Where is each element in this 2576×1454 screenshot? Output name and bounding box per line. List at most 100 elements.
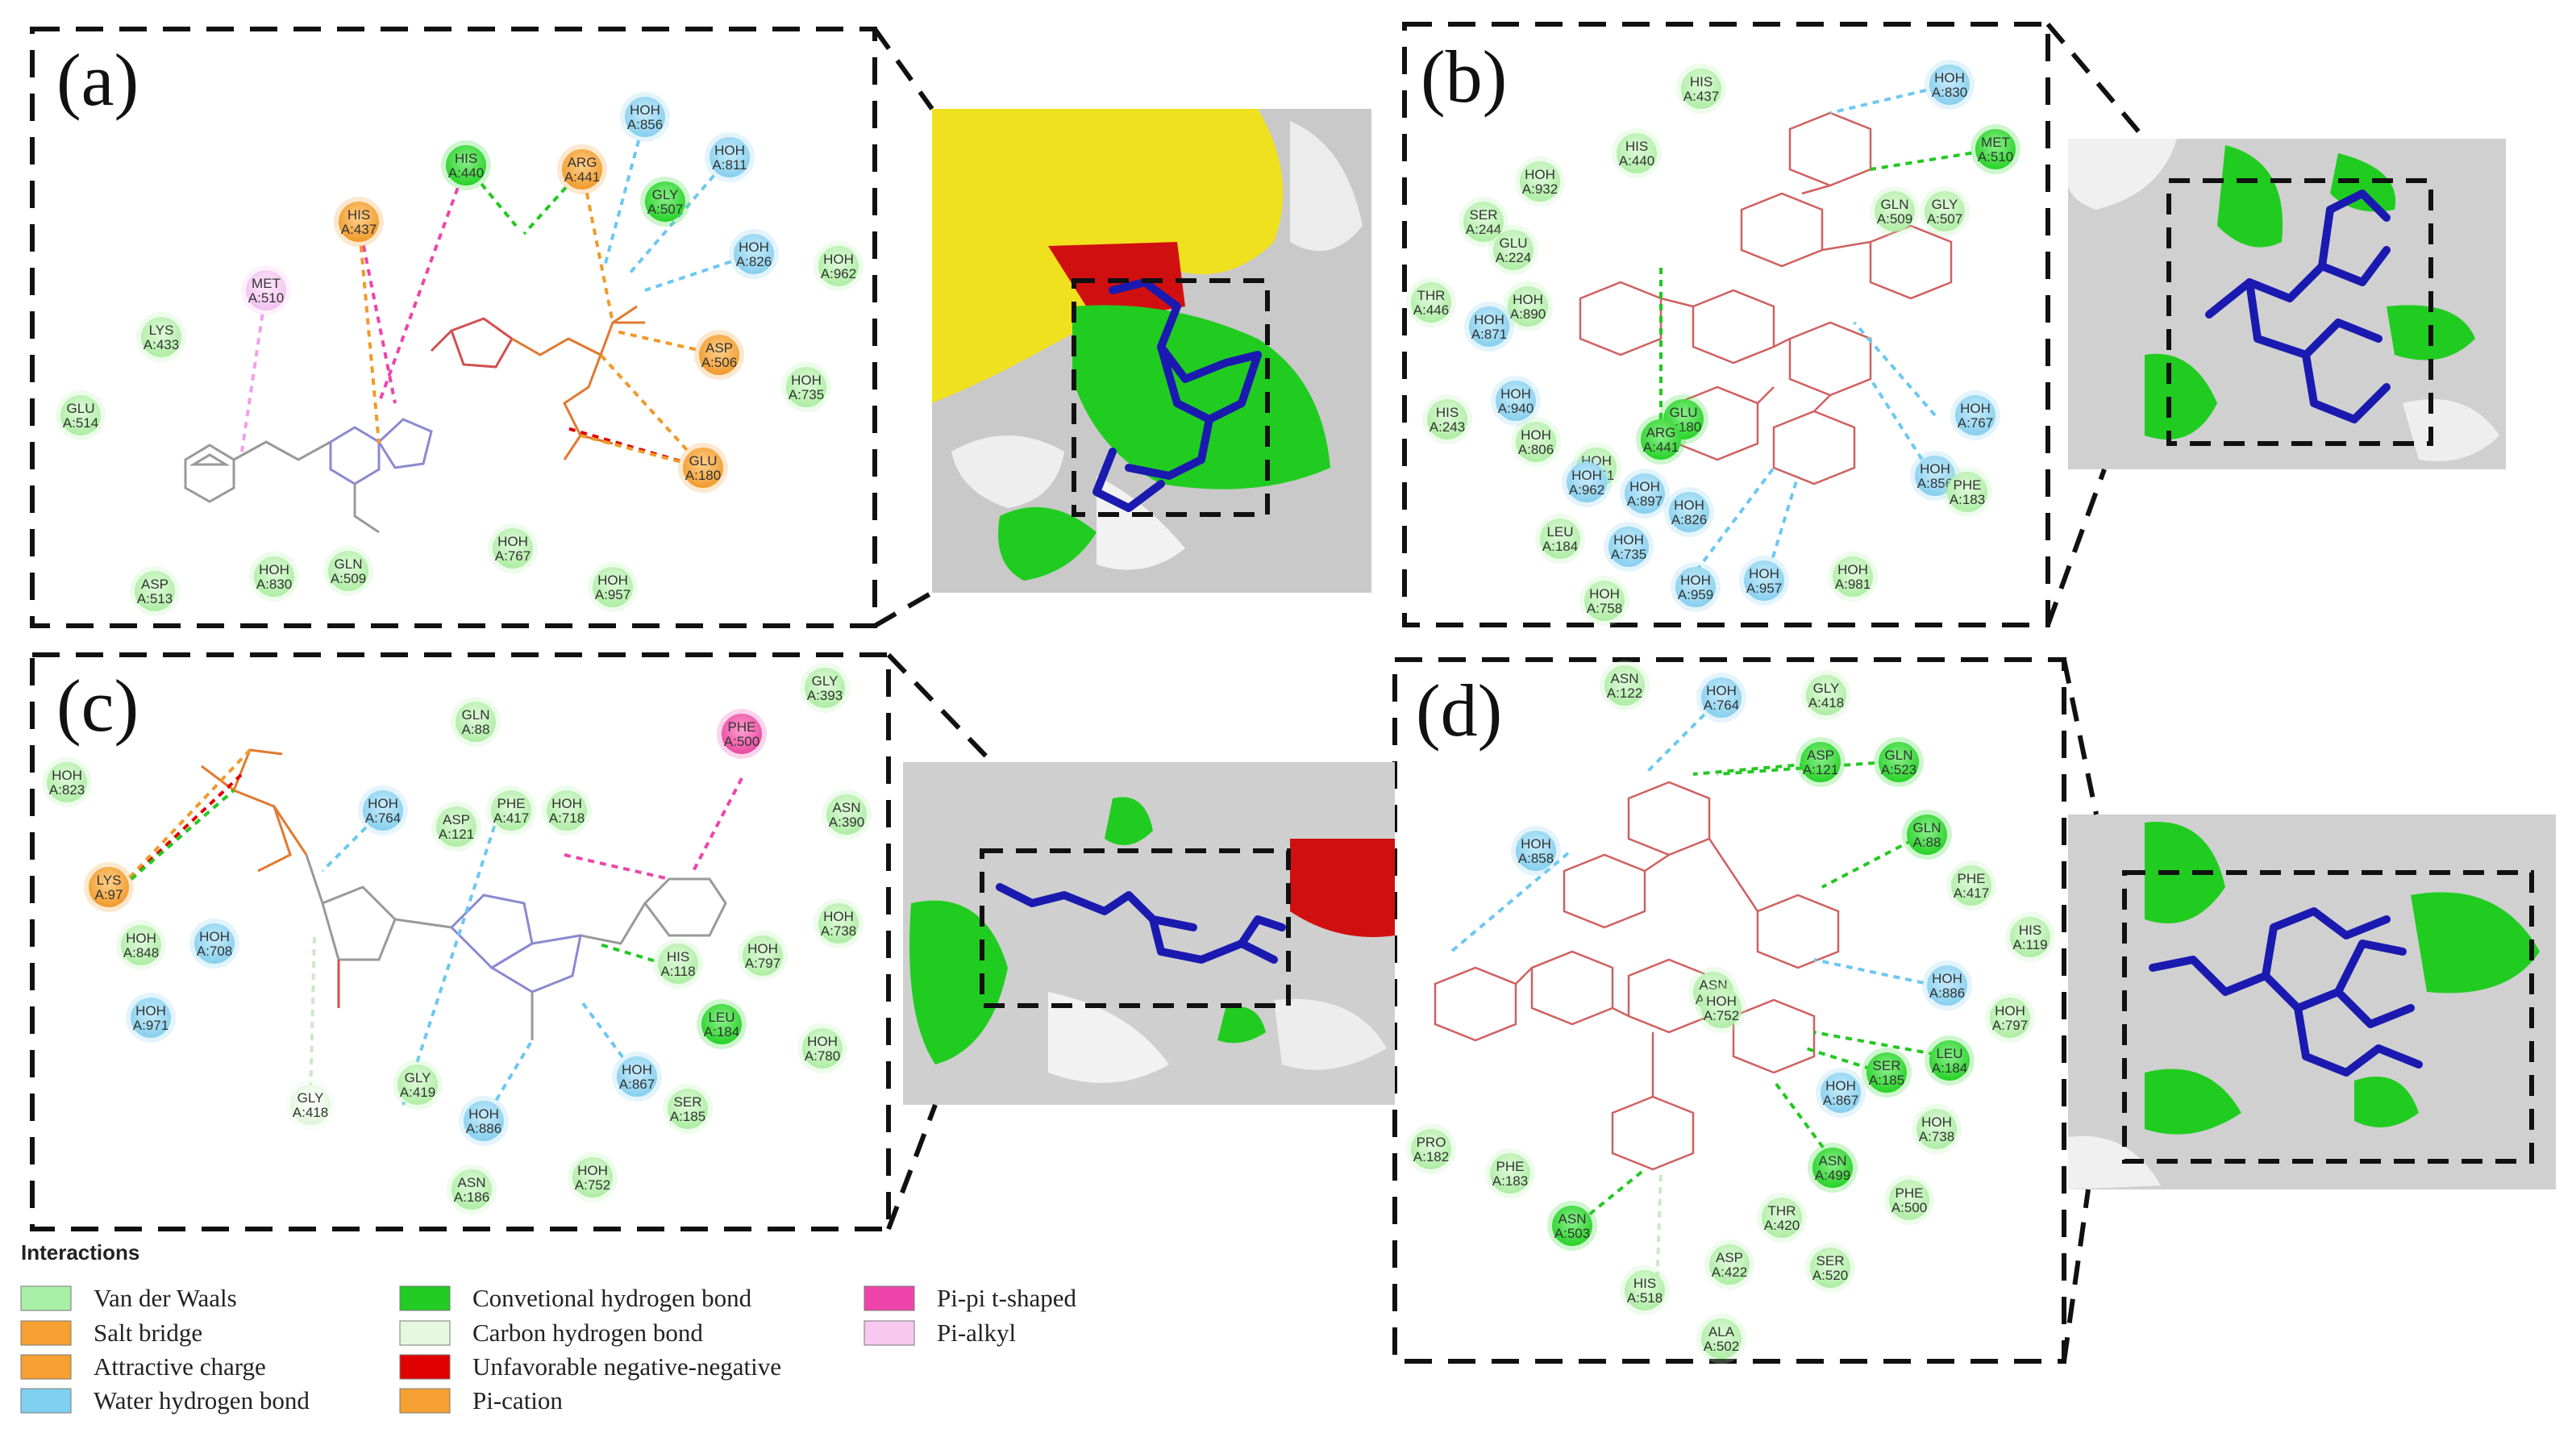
legend-item: Pi-pi t-shaped bbox=[864, 1284, 1077, 1312]
residue-name: THR bbox=[1768, 1203, 1796, 1219]
residue-name: PRO bbox=[1417, 1135, 1446, 1150]
residue-circle bbox=[47, 762, 87, 802]
residue-circle bbox=[818, 903, 859, 944]
residue-id: A:440 bbox=[1619, 153, 1654, 169]
residue-name: HOH bbox=[630, 102, 660, 118]
residue-name: HOH bbox=[1521, 427, 1551, 443]
residue-circle bbox=[658, 944, 698, 984]
residue-id: A:118 bbox=[660, 964, 695, 979]
residue-id: A:180 bbox=[685, 468, 721, 483]
residue-id: A:510 bbox=[248, 290, 284, 306]
residue-id: A:419 bbox=[400, 1085, 435, 1100]
residue-circle bbox=[246, 270, 286, 310]
legend-label: Unfavorable negative-negative bbox=[472, 1352, 781, 1381]
residue-circle bbox=[89, 867, 129, 907]
legend-swatch bbox=[20, 1320, 72, 1346]
residue-name: HOH bbox=[1513, 292, 1543, 307]
residue-id: A:182 bbox=[1413, 1149, 1449, 1164]
residue-id: A:184 bbox=[1932, 1060, 1967, 1076]
residue-id: A:858 bbox=[1518, 851, 1554, 866]
residue-id: A:518 bbox=[1627, 1290, 1663, 1306]
residue-circle bbox=[683, 448, 723, 488]
residue-circle bbox=[625, 97, 665, 137]
residue-id: A:797 bbox=[745, 956, 780, 971]
residue-id: A:507 bbox=[1927, 211, 1962, 227]
residue-id: A:88 bbox=[462, 722, 490, 737]
residue-name: HIS bbox=[455, 151, 477, 166]
legend-label: Attractive charge bbox=[94, 1352, 266, 1381]
residue-circle bbox=[135, 571, 175, 611]
residue-name: HOH bbox=[368, 796, 398, 811]
residue-id: A:514 bbox=[63, 415, 98, 431]
residue-id: A:867 bbox=[619, 1077, 655, 1092]
residue-id: A:738 bbox=[821, 923, 856, 939]
residue-id: A:499 bbox=[1815, 1168, 1850, 1183]
connector-lines bbox=[872, 23, 2147, 1362]
residue-name: HOH bbox=[714, 143, 745, 158]
residue-circle bbox=[1975, 129, 2016, 169]
residue-circle bbox=[141, 317, 181, 357]
residue-id: A:780 bbox=[805, 1048, 840, 1064]
residue-name: ASP bbox=[1807, 748, 1834, 763]
legend-item: Carbon hydrogen bond bbox=[399, 1319, 703, 1347]
residue-circle bbox=[786, 367, 826, 407]
residue-name: HOH bbox=[791, 373, 822, 388]
residue-id: A:890 bbox=[1510, 306, 1546, 322]
residue-name: HOH bbox=[199, 929, 230, 944]
residue-name: PHE bbox=[728, 719, 756, 735]
residue-id: A:390 bbox=[829, 814, 864, 830]
residue-id: A:97 bbox=[95, 887, 123, 902]
residue-id: A:185 bbox=[670, 1109, 705, 1124]
residue-id: A:932 bbox=[1522, 181, 1558, 197]
residue-name: HOH bbox=[1920, 461, 1950, 477]
residue-name: HOH bbox=[551, 796, 582, 811]
residue-name: ASN bbox=[1611, 671, 1639, 686]
legend-label: Water hydrogen bond bbox=[94, 1386, 310, 1414]
residue-name: HOH bbox=[1571, 468, 1602, 483]
residue-id: A:393 bbox=[807, 688, 843, 703]
residue-circle bbox=[1604, 665, 1645, 706]
residue-layer: HISA:440ARGA:441HOHA:856HOHA:811GLYA:507… bbox=[42, 60, 2055, 1364]
residue-circle bbox=[617, 1056, 657, 1097]
residue-circle bbox=[645, 181, 685, 222]
legend-swatch bbox=[20, 1388, 72, 1414]
residue-circle bbox=[1463, 202, 1504, 242]
residue-id: A:856 bbox=[1917, 476, 1953, 491]
residue-circle bbox=[290, 1085, 331, 1125]
residue-id: A:826 bbox=[1671, 512, 1707, 527]
residue-name: HOH bbox=[622, 1062, 652, 1077]
residue-id: A:183 bbox=[1950, 492, 1985, 507]
residue-name: GLY bbox=[298, 1090, 324, 1106]
residue-circle bbox=[1929, 1040, 1970, 1081]
residue-circle bbox=[743, 935, 783, 976]
residue-id: A:121 bbox=[1803, 762, 1838, 777]
residue-name: HOH bbox=[1589, 586, 1620, 602]
residue-name: GLN bbox=[1881, 197, 1909, 212]
residue-name: HOH bbox=[1674, 498, 1704, 513]
residue-name: HOH bbox=[1706, 994, 1737, 1009]
residue-name: HOH bbox=[497, 534, 528, 549]
legend-item: Water hydrogen bond bbox=[20, 1386, 310, 1414]
residue-name: GLN bbox=[1885, 748, 1913, 763]
